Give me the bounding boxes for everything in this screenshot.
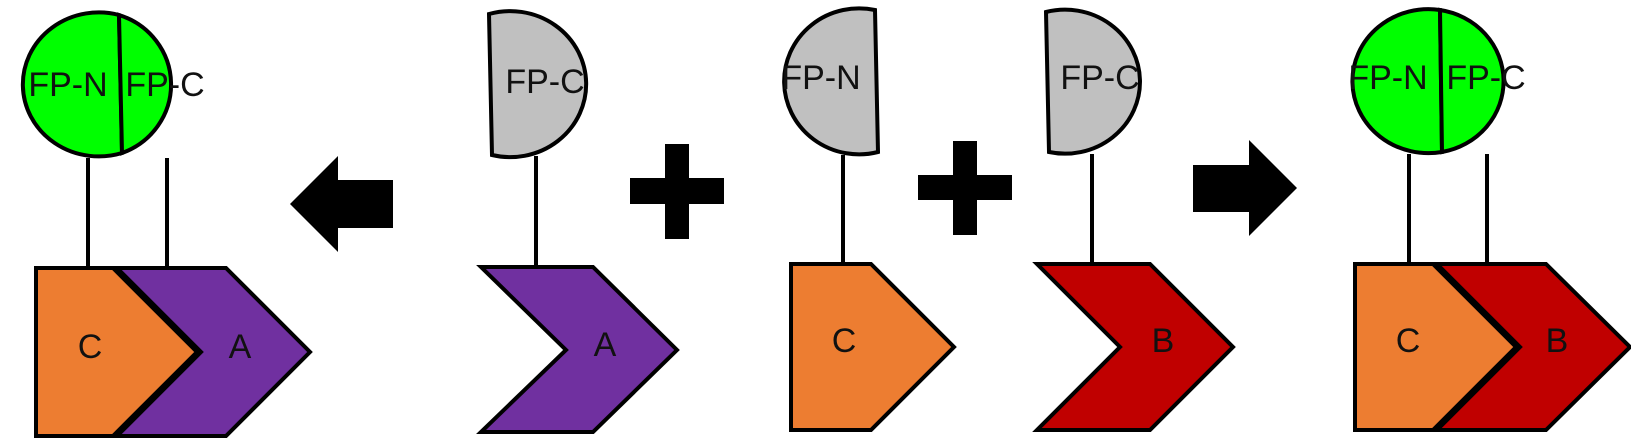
protein-b-label: B (1546, 322, 1569, 360)
protein-c-label: C (78, 328, 103, 366)
protein-c-label: C (1396, 322, 1421, 360)
protein-a-shape (112, 266, 313, 438)
fp-c-label: FP-C (125, 66, 204, 104)
protein-c-shape (789, 262, 957, 432)
fp-c-half (116, 12, 174, 156)
protein-c-shape (34, 266, 200, 438)
fp-n-label: FP-N (781, 59, 860, 97)
construct-b-fpc: FP-C B (1032, 7, 1236, 432)
protein-b-label: B (1152, 322, 1175, 360)
construct-a-fpc: FP-C A (476, 9, 680, 434)
fp-c-label: FP-C (505, 63, 584, 101)
left-arrow-icon (290, 156, 393, 252)
protein-b-shape (1032, 262, 1236, 432)
fp-c-half (1437, 7, 1506, 155)
fp-c-label: FP-C (1060, 59, 1139, 97)
plus-horizontal-bar (918, 175, 1012, 200)
fp-n-half (20, 10, 125, 159)
construct-fpn-c: FP-N C (781, 6, 957, 432)
protein-b-shape (1432, 262, 1631, 432)
fp-n-label: FP-N (1348, 59, 1427, 97)
protein-c-shape (1353, 262, 1519, 432)
fp-n-half (1350, 7, 1445, 156)
fp-n-label: FP-N (28, 66, 107, 104)
fp-c-half (1043, 7, 1142, 156)
complex-cb: FP-N FP-C C B (1348, 7, 1631, 432)
complex-ca: FP-N FP-C C A (20, 10, 313, 438)
protein-a-label: A (229, 328, 252, 366)
fp-n-half (782, 6, 881, 157)
right-arrow-icon (1193, 140, 1297, 236)
plus-icon (918, 141, 1012, 235)
fp-c-label: FP-C (1446, 59, 1525, 97)
protein-c-label: C (832, 322, 857, 360)
fp-c-half (486, 9, 589, 160)
plus-icon (630, 144, 724, 239)
protein-a-label: A (594, 326, 617, 364)
plus-horizontal-bar (630, 178, 724, 204)
protein-a-shape (476, 265, 680, 434)
